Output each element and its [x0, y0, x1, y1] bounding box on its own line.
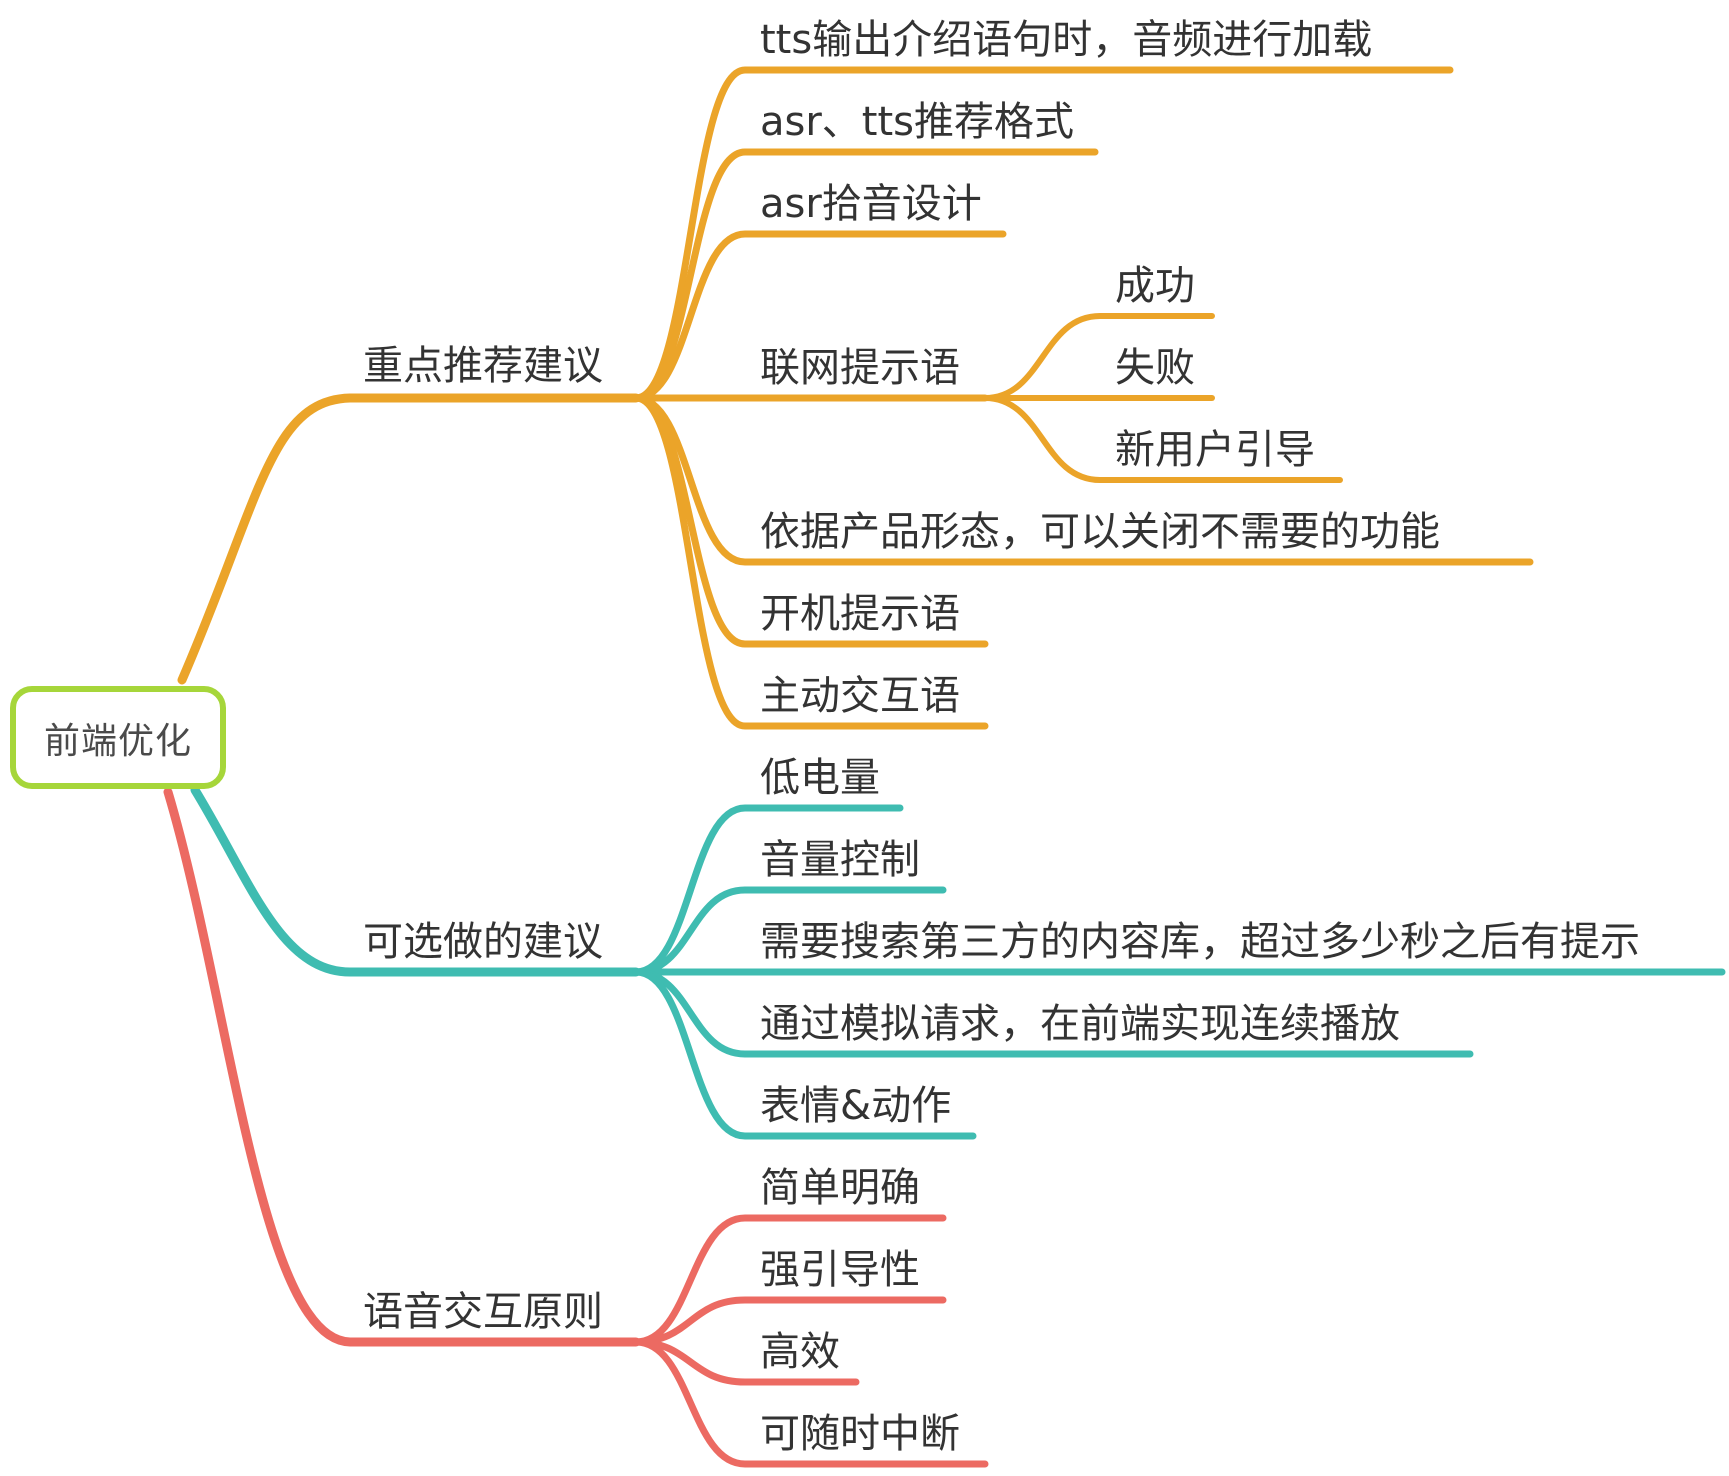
- connector-principles-child-0: [632, 1214, 947, 1346]
- connector-root-to-branch-principles: [163, 787, 641, 1347]
- connector-network-child-2: [982, 395, 1343, 483]
- branch-optional-suggestions-label[interactable]: 可选做的建议: [363, 919, 603, 965]
- branch-voice-principles-label[interactable]: 语音交互原则: [363, 1289, 603, 1335]
- node-strong-guidance[interactable]: 强引导性: [760, 1247, 920, 1293]
- node-efficient[interactable]: 高效: [760, 1329, 840, 1375]
- node-network-prompt[interactable]: 联网提示语: [760, 345, 960, 391]
- root-node[interactable]: 前端优化: [10, 686, 226, 789]
- root-node-label: 前端优化: [43, 720, 192, 762]
- connector-network-child-0: [982, 313, 1215, 401]
- node-network-failure[interactable]: 失败: [1115, 345, 1195, 391]
- connector-optional-child-0: [632, 804, 904, 976]
- connector-optional-child-1: [632, 886, 947, 976]
- node-volume-control[interactable]: 音量控制: [760, 837, 920, 883]
- node-tts-audio-loading[interactable]: tts输出介绍语句时，音频进行加载: [760, 17, 1373, 63]
- connector-key-child-6: [632, 394, 989, 730]
- node-continuous-playback[interactable]: 通过模拟请求，在前端实现连续播放: [760, 1001, 1400, 1047]
- node-proactive-interaction[interactable]: 主动交互语: [760, 673, 960, 719]
- node-low-battery[interactable]: 低电量: [760, 755, 880, 801]
- connector-root-to-branch-key: [177, 393, 641, 685]
- connector-root-to-branch-optional: [190, 785, 641, 977]
- node-asr-tts-format[interactable]: asr、tts推荐格式: [760, 99, 1075, 145]
- branch-key-recommendations-label[interactable]: 重点推荐建议: [363, 343, 603, 389]
- node-interruptible[interactable]: 可随时中断: [760, 1411, 960, 1457]
- connector-principles-child-1: [632, 1296, 947, 1346]
- node-simple-clear[interactable]: 简单明确: [760, 1165, 920, 1211]
- node-new-user-guide[interactable]: 新用户引导: [1115, 427, 1315, 473]
- node-disable-features[interactable]: 依据产品形态，可以关闭不需要的功能: [760, 509, 1440, 555]
- node-asr-pickup-design[interactable]: asr拾音设计: [760, 181, 982, 227]
- connector-key-child-2: [632, 230, 1007, 402]
- connector-principles-child-3: [632, 1338, 989, 1468]
- node-expression-action[interactable]: 表情&动作: [760, 1083, 952, 1129]
- node-third-party-search[interactable]: 需要搜索第三方的内容库，超过多少秒之后有提示: [760, 919, 1640, 965]
- node-boot-prompt[interactable]: 开机提示语: [760, 591, 960, 637]
- node-network-success[interactable]: 成功: [1115, 263, 1195, 309]
- connector-optional-child-4: [632, 968, 977, 1140]
